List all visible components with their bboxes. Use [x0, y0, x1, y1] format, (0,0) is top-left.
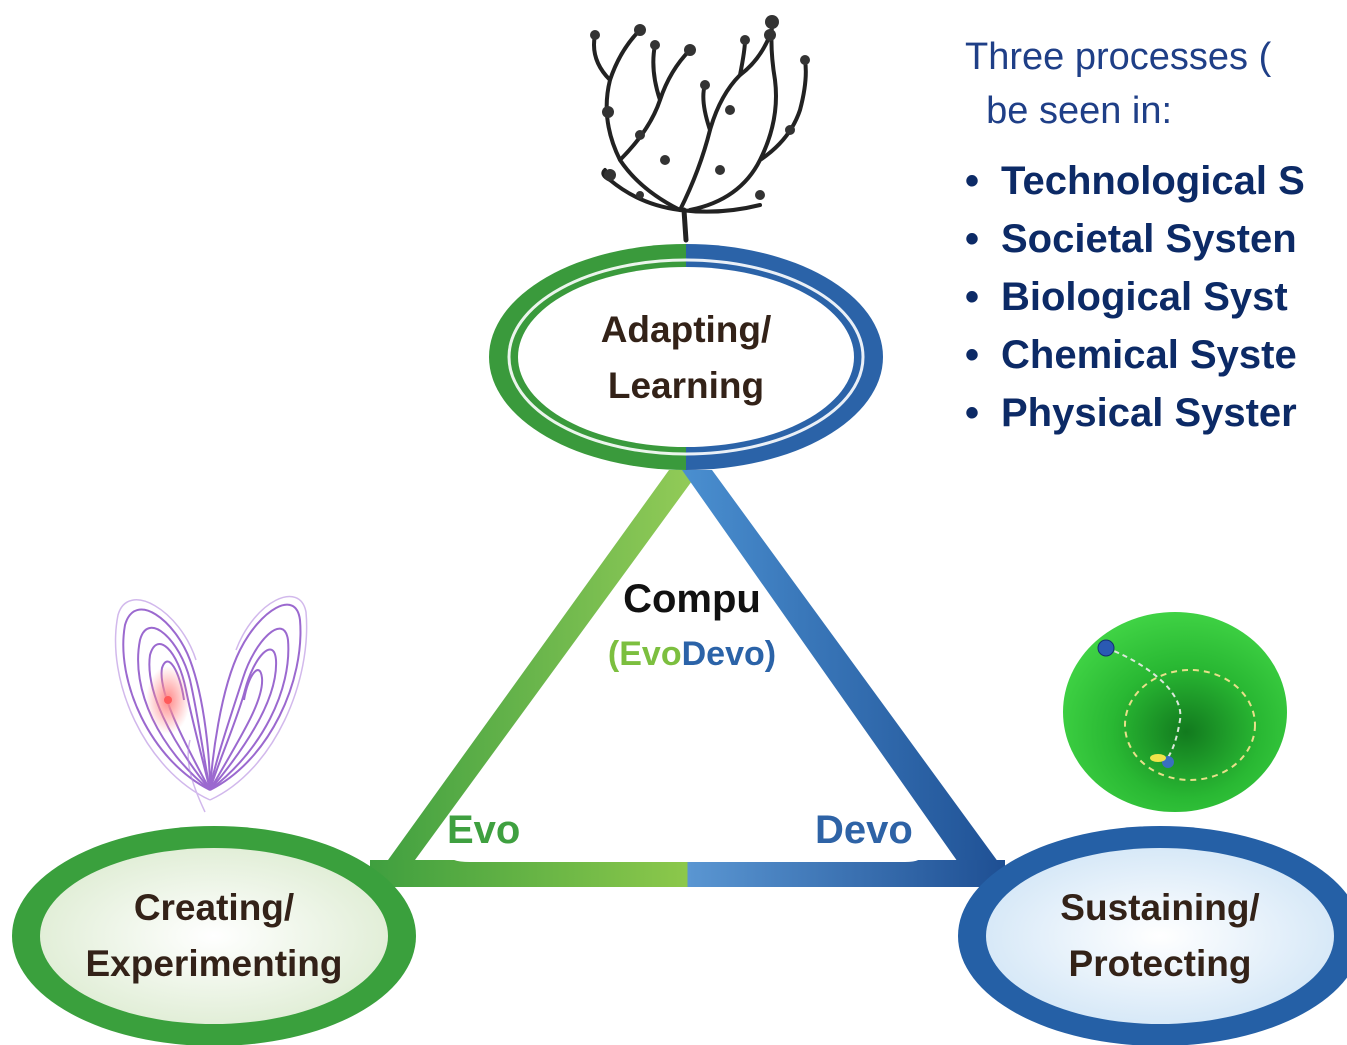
stability-basin-icon [1063, 612, 1287, 812]
devo-label: Devo [815, 808, 913, 852]
heading-line2: be seen in: [965, 90, 1173, 132]
system-label: Biological Syst [1001, 275, 1288, 319]
node-top-line2: Learning [608, 365, 764, 406]
center-close-paren: ) [765, 635, 776, 673]
center-open-paren: ( [608, 635, 620, 673]
node-adapting-learning: Adapting/ Learning [489, 244, 883, 470]
center-title: Compu [623, 577, 761, 621]
node-right-line1: Sustaining/ [1060, 887, 1259, 928]
evo-label: Evo [447, 808, 520, 852]
heading: Three processes ( be seen in: [965, 30, 1271, 138]
list-item: • Chemical Syste [965, 326, 1305, 384]
systems-list: • Technological S • Societal Systen • Biolo… [965, 152, 1305, 442]
node-left-line1: Creating/ [134, 887, 294, 928]
evo-edge [370, 470, 700, 885]
bullet-icon: • [965, 391, 980, 435]
bullet-icon: • [965, 159, 980, 203]
list-item: • Societal Systen [965, 210, 1305, 268]
node-top-line1: Adapting/ [601, 309, 772, 350]
devo-edge [682, 470, 1015, 885]
node-right-line2: Protecting [1069, 943, 1252, 984]
list-item: • Biological Syst [965, 268, 1305, 326]
triangle-interior [448, 518, 923, 862]
center-devo: Devo [682, 635, 765, 673]
system-label: Societal Systen [1001, 217, 1297, 261]
bullet-icon: • [965, 217, 980, 261]
bullet-icon: • [965, 275, 980, 319]
base-edge [370, 860, 1005, 887]
system-label: Chemical Syste [1001, 333, 1297, 377]
node-sustaining-protecting: Sustaining/ Protecting [958, 826, 1347, 1045]
phylogenetic-tree-icon [590, 15, 810, 243]
list-item: • Technological S [965, 152, 1305, 210]
system-label: Technological S [1001, 159, 1305, 203]
list-item: • Physical Syster [965, 384, 1305, 442]
heading-line1: Three processes ( [965, 36, 1272, 78]
node-creating-experimenting: Creating/ Experimenting [12, 826, 416, 1045]
system-label: Physical Syster [1001, 391, 1297, 435]
lorenz-attractor-icon [114, 595, 308, 813]
bullet-icon: • [965, 333, 980, 377]
center-subtitle: (EvoDevo) [608, 635, 776, 673]
center-evo: Evo [619, 635, 681, 673]
node-left-line2: Experimenting [86, 943, 343, 984]
